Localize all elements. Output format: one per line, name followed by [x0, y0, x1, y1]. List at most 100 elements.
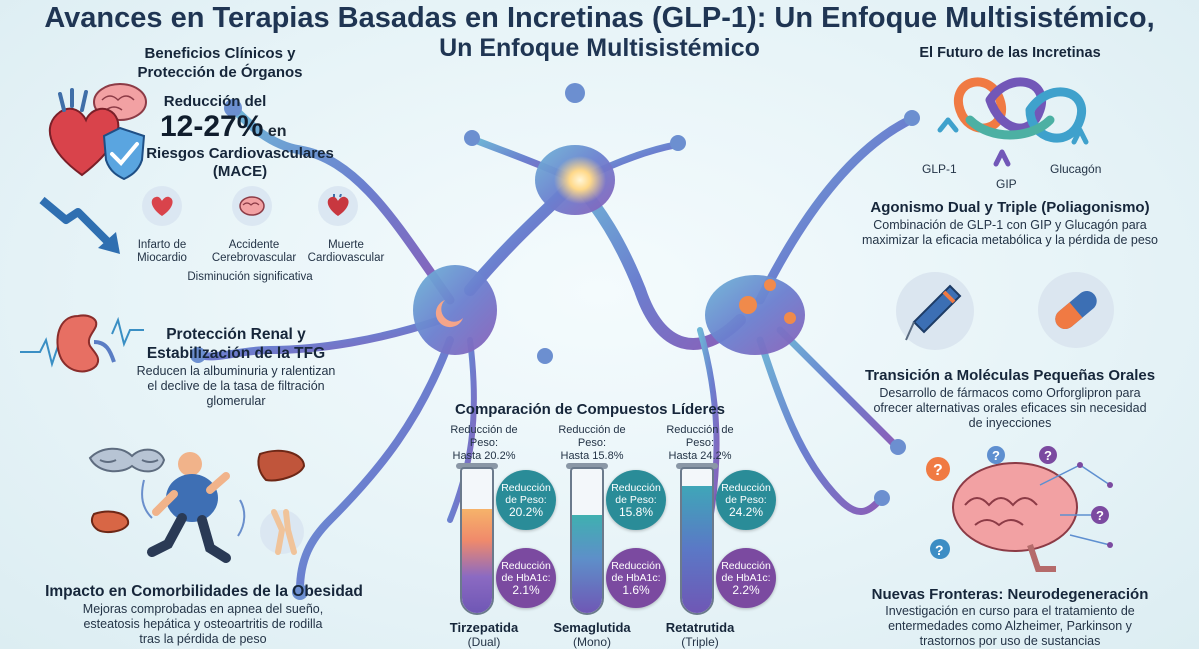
neuro-description: Investigación en curso para el tratamien…: [850, 604, 1170, 649]
compound-2-weight-line1: Reducción: [611, 482, 661, 494]
compound-2-weight-line2: de Peso:: [615, 494, 657, 506]
obesity-comorbidities-illustration: [88, 447, 306, 563]
future-heading: El Futuro de las Incretinas: [919, 45, 1101, 61]
outcome-2-line2: Cerebrovascular: [211, 252, 297, 264]
compound-2-type: (Mono): [572, 635, 611, 649]
test-tube-fill: [572, 515, 602, 613]
receptor-label-glp1: GLP-1: [922, 162, 957, 176]
compound-3-hba1c-line2: de HbA1c:: [721, 572, 771, 584]
liver-icon: [90, 510, 130, 533]
outcome-2: Accidente Cerebrovascular: [206, 239, 302, 265]
renal-heading: Protección Renal y Estabilización de la …: [126, 325, 346, 363]
test-tube: [680, 467, 714, 615]
question-mark-icon: ?: [930, 539, 950, 559]
neuro-desc-line2: entermedades como Alzheimer, Parkinson y: [888, 619, 1132, 633]
compound-3-summary-line3: Hasta 24.2%: [668, 450, 732, 462]
shield-check-icon: [102, 126, 146, 180]
compound-3-hba1c-line1: Reducción: [721, 560, 771, 572]
svg-text:?: ?: [992, 448, 1000, 463]
compound-3-summary-line2: Peso:: [685, 437, 715, 449]
risk-abbrev: (MACE): [212, 163, 268, 180]
agonism-description: Combinación de GLP-1 con GIP y Glucagón …: [845, 218, 1175, 248]
liver-icon: [257, 449, 306, 482]
receptor-knot-icon: [937, 77, 1089, 167]
compound-1-weight-line3: 20.2%: [508, 505, 544, 519]
obesity-desc-line1: Mejoras comprobadas en apnea del sueño,: [82, 602, 324, 616]
compound-3-hba1c-line3: 2.2%: [732, 583, 760, 597]
renal-heading-line1: Protección Renal y: [166, 326, 306, 343]
oral-desc-line1: Desarrollo de fármacos como Orforglipron…: [879, 386, 1141, 400]
compound-1-summary-line3: Hasta 20.2%: [452, 450, 516, 462]
outcome-1-line1: Infarto de: [137, 239, 187, 251]
test-tube-fill: [682, 486, 712, 613]
svg-text:?: ?: [935, 542, 944, 558]
test-tube-fill: [462, 509, 492, 613]
compound-3-summary-line1: Reducción de: [666, 424, 734, 436]
compound-3-name: Retatrutida: [665, 620, 735, 635]
compound-1-hba1c-line1: Reducción: [501, 560, 551, 572]
outcome-1: Infarto de Miocardio: [126, 239, 198, 265]
compound-2-hba1c-line1: Reducción: [611, 560, 661, 572]
obesity-desc-line3: tras la pérdida de peso: [139, 632, 267, 646]
compound-3-weight-line3: 24.2%: [728, 505, 764, 519]
receptor-label-gip: GIP: [996, 177, 1017, 191]
compound-1-weight-line1: Reducción: [501, 482, 551, 494]
compound-3-type: (Triple): [681, 635, 719, 649]
runner-icon: [141, 452, 246, 563]
compound-1-label: Tirzepatida(Dual): [432, 620, 536, 649]
compound-3-weight-line1: Reducción: [721, 482, 771, 494]
compound-2-summary-line1: Reducción de: [558, 424, 626, 436]
agonism-desc-line1: Combinación de GLP-1 con GIP y Glucagón …: [873, 218, 1147, 232]
oral-desc-line2: ofrecer alternativas orales eficaces sin…: [873, 401, 1147, 415]
neuro-desc-line3: trastornos por uso de sustancias: [919, 634, 1101, 648]
test-tube: [570, 467, 604, 615]
renal-description: Reducen la albuminuria y ralentizan el d…: [126, 364, 346, 409]
risk-label: Riesgos Cardiovasculares: [146, 145, 334, 162]
page-title: Avances en Terapias Basadas en Incretina…: [44, 2, 1155, 34]
test-tube-rim: [456, 463, 498, 469]
compound-1-name: Tirzepatida: [449, 620, 519, 635]
renal-desc-line3: glomerular: [206, 394, 266, 408]
heart-icon: [142, 186, 182, 226]
decrease-note: Disminución significativa: [187, 271, 313, 283]
compound-2-label: Semaglutida(Mono): [540, 620, 644, 649]
sleep-mask-icon: [88, 447, 166, 473]
neuro-heading: Nuevas Fronteras: Neurodegeneración: [871, 586, 1149, 603]
agonism-heading: Agonismo Dual y Triple (Poliagonismo): [870, 199, 1150, 216]
benefits-heading-line2: Protección de Órganos: [137, 64, 303, 81]
question-mark-icon: ?: [1039, 446, 1057, 464]
receptor-label-glucagon: Glucagón: [1050, 162, 1102, 176]
compound-2-hba1c-line2: de HbA1c:: [611, 572, 661, 584]
oral-desc-line3: de inyecciones: [968, 416, 1052, 430]
obesity-desc-line2: esteatosis hepática y osteoartritis de r…: [83, 617, 323, 631]
compound-2-summary-line3: Hasta 15.8%: [560, 450, 624, 462]
svg-text:?: ?: [933, 462, 943, 479]
test-tube: [460, 467, 494, 615]
renal-desc-line2: el declive de la tasa de filtración: [147, 379, 325, 393]
reduction-stat: 12-27% en: [160, 110, 320, 144]
compound-1-summary-line2: Peso:: [469, 437, 499, 449]
compound-2-weight-line3: 15.8%: [618, 505, 654, 519]
renal-heading-line2: Estabilización de la TFG: [146, 345, 326, 362]
question-mark-icon: ?: [1091, 506, 1109, 524]
outcome-2-line1: Accidente: [228, 239, 280, 251]
renal-desc-line1: Reducen la albuminuria y ralentizan: [136, 364, 336, 378]
compound-1-hba1c-line2: de HbA1c:: [501, 572, 551, 584]
reduction-en: en: [267, 123, 287, 140]
outcome-3: Muerte Cardiovascular: [298, 239, 394, 265]
comparison-heading: Comparación de Compuestos Líderes: [454, 401, 726, 418]
test-tube-rim: [566, 463, 608, 469]
outcome-3-line2: Cardiovascular: [307, 252, 385, 264]
knee-joint-icon: [260, 509, 304, 555]
obesity-heading: Impacto en Comorbilidades de la Obesidad: [45, 583, 363, 600]
benefits-heading: Beneficios Clínicos y Protección de Órga…: [110, 44, 330, 82]
oral-description: Desarrollo de fármacos como Orforglipron…: [850, 386, 1170, 431]
